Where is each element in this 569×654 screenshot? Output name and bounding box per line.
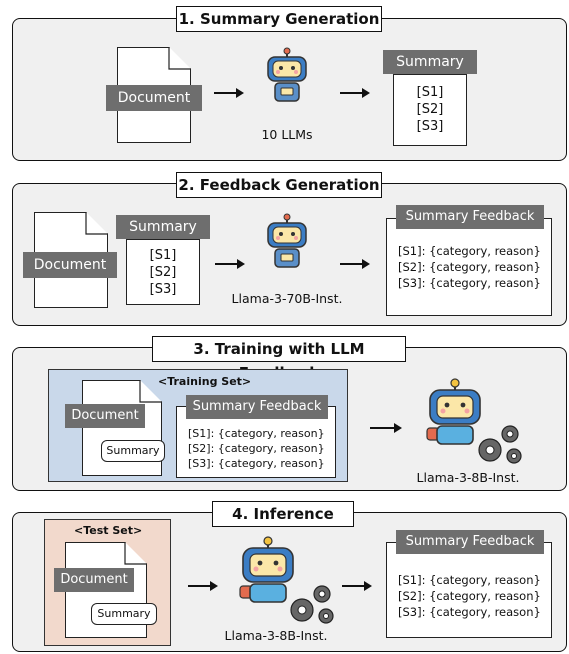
summary-line-3: [S3] (416, 119, 444, 134)
feedback-lines: [S1]: {category, reason} [S2]: {category… (398, 572, 541, 620)
feedback-header: Summary Feedback (186, 395, 328, 419)
summary-header: Summary (116, 215, 210, 239)
panel-title-4: 4. Inference (212, 501, 354, 527)
feedback-header: Summary Feedback (396, 530, 544, 554)
feedback-line-3: [S3]: {category, reason} (398, 276, 541, 290)
arrow-icon (340, 88, 370, 98)
model-caption-p1: 10 LLMs (261, 127, 313, 142)
summary-box (393, 74, 467, 146)
gear-icon (478, 425, 522, 464)
feedback-lines: [S1]: {category, reason} [S2]: {category… (188, 426, 325, 471)
model-caption-p3: Llama-3-8B-Inst. (416, 470, 520, 485)
document-fold (124, 542, 147, 565)
document-label: Document (54, 568, 134, 592)
robot-icon (239, 536, 294, 603)
summary-pill: Summary (101, 440, 165, 462)
document-fold (85, 212, 108, 235)
arrow-icon (370, 423, 402, 433)
test-set-label: <Test Set> (74, 524, 143, 537)
model-caption-p2: Llama-3-70B-Inst. (231, 291, 343, 306)
feedback-line-2: [S2]: {category, reason} (398, 260, 541, 274)
document-fold (168, 47, 191, 70)
summary-header: Summary (383, 50, 477, 74)
feedback-line-1: [S1]: {category, reason} (398, 244, 541, 258)
document-label: Document (106, 85, 202, 111)
feedback-line-2: [S2]: {category, reason} (188, 442, 325, 455)
summary-line-3: [S3] (149, 282, 177, 297)
document-label: Document (65, 404, 145, 428)
training-set-label: <Training Set> (158, 375, 252, 388)
summary-box (126, 239, 200, 305)
feedback-line-3: [S3]: {category, reason} (188, 457, 325, 470)
summary-lines: [S1] [S2] [S3] (126, 247, 200, 298)
document-fold (139, 380, 162, 403)
summary-lines: [S1] [S2] [S3] (393, 84, 467, 135)
arrow-icon (342, 581, 372, 591)
robot-icon (426, 378, 481, 445)
feedback-line-1: [S1]: {category, reason} (188, 427, 325, 440)
document-label: Document (23, 252, 117, 278)
robot-icon (267, 47, 307, 102)
panel-title-2: 2. Feedback Generation (176, 172, 382, 198)
model-caption-p4: Llama-3-8B-Inst. (224, 628, 328, 643)
summary-line-1: [S1] (416, 85, 444, 100)
summary-line-2: [S2] (416, 102, 444, 117)
arrow-icon (214, 88, 244, 98)
feedback-box (386, 218, 552, 316)
summary-pill: Summary (91, 603, 157, 625)
feedback-box (386, 542, 552, 638)
feedback-lines: [S1]: {category, reason} [S2]: {category… (398, 243, 541, 291)
feedback-line-2: [S2]: {category, reason} (398, 589, 541, 603)
summary-line-2: [S2] (149, 265, 177, 280)
panel-title-3: 3. Training with LLM Feedback (152, 336, 406, 382)
gear-icon (290, 585, 334, 624)
feedback-line-3: [S3]: {category, reason} (398, 605, 541, 619)
summary-line-1: [S1] (149, 248, 177, 263)
panel-title-1: 1. Summary Generation (176, 6, 382, 32)
arrow-icon (215, 259, 245, 269)
feedback-header: Summary Feedback (396, 205, 544, 229)
robot-icon (267, 213, 307, 268)
feedback-line-1: [S1]: {category, reason} (398, 573, 541, 587)
arrow-icon (340, 259, 370, 269)
arrow-icon (188, 581, 218, 591)
